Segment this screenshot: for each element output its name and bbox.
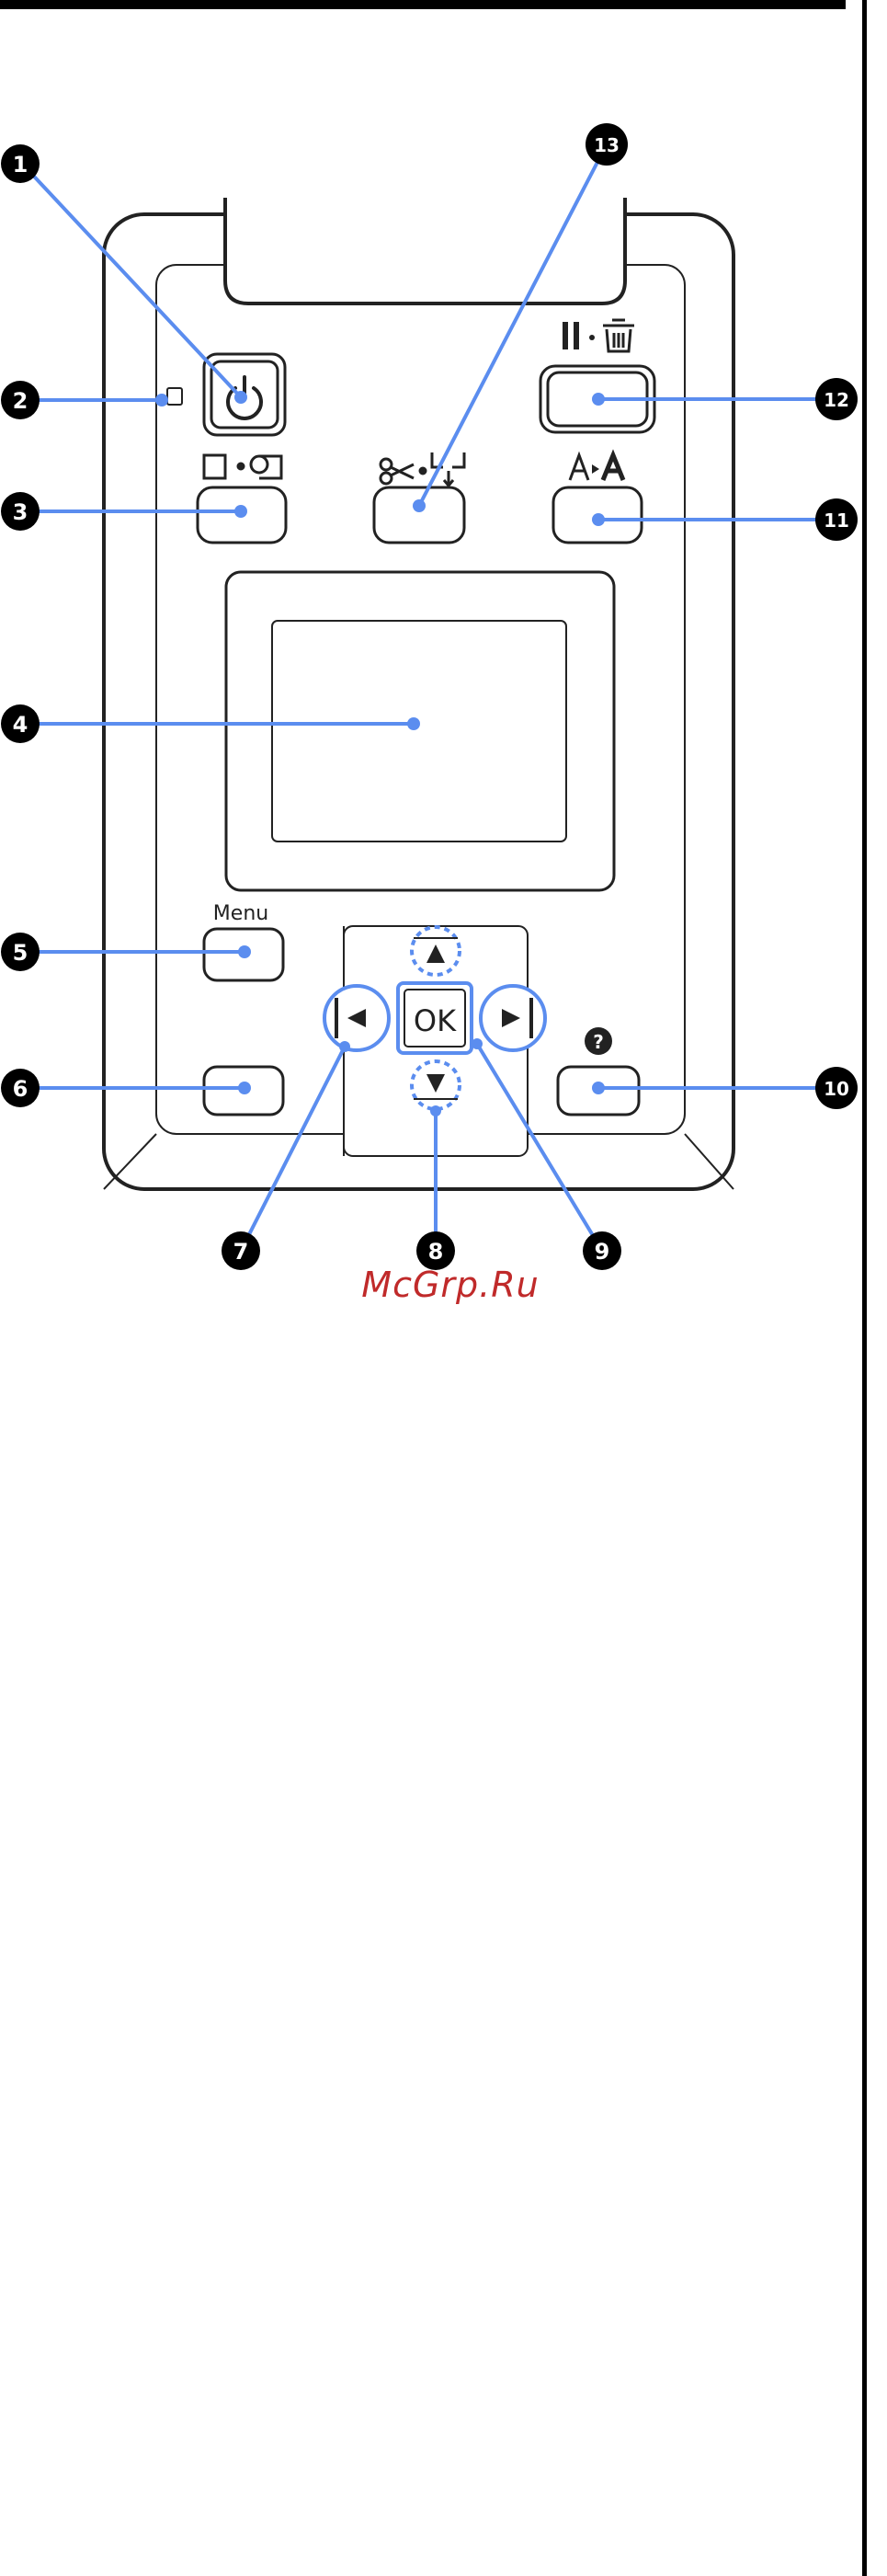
menu-button[interactable]: Menu: [204, 902, 283, 980]
svg-text:5: 5: [13, 940, 28, 966]
svg-text:1: 1: [13, 152, 28, 177]
callout-badge-13: 13: [586, 123, 628, 166]
a-to-a-icon: [570, 455, 623, 480]
paper-source-icon: [204, 455, 281, 478]
left-button[interactable]: [324, 986, 389, 1050]
svg-text:4: 4: [13, 712, 28, 738]
control-panel-diagram: Menu ? OK: [0, 0, 887, 1306]
svg-text:12: 12: [824, 389, 849, 411]
ok-label: OK: [414, 1003, 457, 1038]
menu-label: Menu: [213, 902, 268, 925]
ok-button[interactable]: OK: [398, 983, 472, 1053]
callout-badge-3: 3: [1, 492, 40, 531]
callout-line-1: [24, 166, 241, 397]
callout-badge-10: 10: [815, 1067, 858, 1109]
svg-text:8: 8: [428, 1239, 444, 1265]
media-type-button[interactable]: [553, 455, 642, 543]
callout-badge-12: 12: [815, 378, 858, 420]
callout-badge-9: 9: [583, 1231, 621, 1270]
svg-text:?: ?: [593, 1031, 604, 1053]
callout-badge-5: 5: [1, 933, 40, 971]
panel-bottom-right-bevel: [685, 1134, 733, 1189]
pause-cancel-button[interactable]: [540, 320, 654, 432]
panel-top-tab: [225, 198, 625, 303]
svg-text:6: 6: [13, 1076, 28, 1102]
svg-text:7: 7: [233, 1239, 249, 1265]
scissors-feed-icon: [381, 452, 464, 486]
lcd-screen: [226, 572, 614, 890]
up-button[interactable]: [412, 927, 460, 975]
pause-trash-icon: [563, 320, 634, 351]
callout-badge-7: 7: [222, 1231, 260, 1270]
svg-text:10: 10: [824, 1078, 849, 1100]
callout-badge-11: 11: [815, 498, 858, 541]
svg-text:2: 2: [13, 388, 28, 414]
callout-badge-2: 2: [1, 381, 40, 419]
power-light-indicator: [167, 388, 182, 405]
cut-feed-button[interactable]: [374, 452, 464, 543]
svg-text:13: 13: [594, 134, 620, 156]
callout-badge-6: 6: [1, 1069, 40, 1107]
down-button[interactable]: [412, 1061, 460, 1109]
svg-text:3: 3: [13, 499, 28, 525]
callout-badge-4: 4: [1, 704, 40, 743]
svg-text:9: 9: [595, 1239, 610, 1265]
svg-text:11: 11: [824, 509, 849, 532]
right-button[interactable]: [481, 986, 545, 1050]
paper-source-button[interactable]: [198, 455, 286, 543]
watermark-text: McGrp.Ru: [313, 1265, 588, 1305]
help-button[interactable]: ?: [558, 1027, 639, 1115]
callout-badge-1: 1: [1, 144, 40, 183]
panel-bottom-left-bevel: [104, 1134, 156, 1189]
